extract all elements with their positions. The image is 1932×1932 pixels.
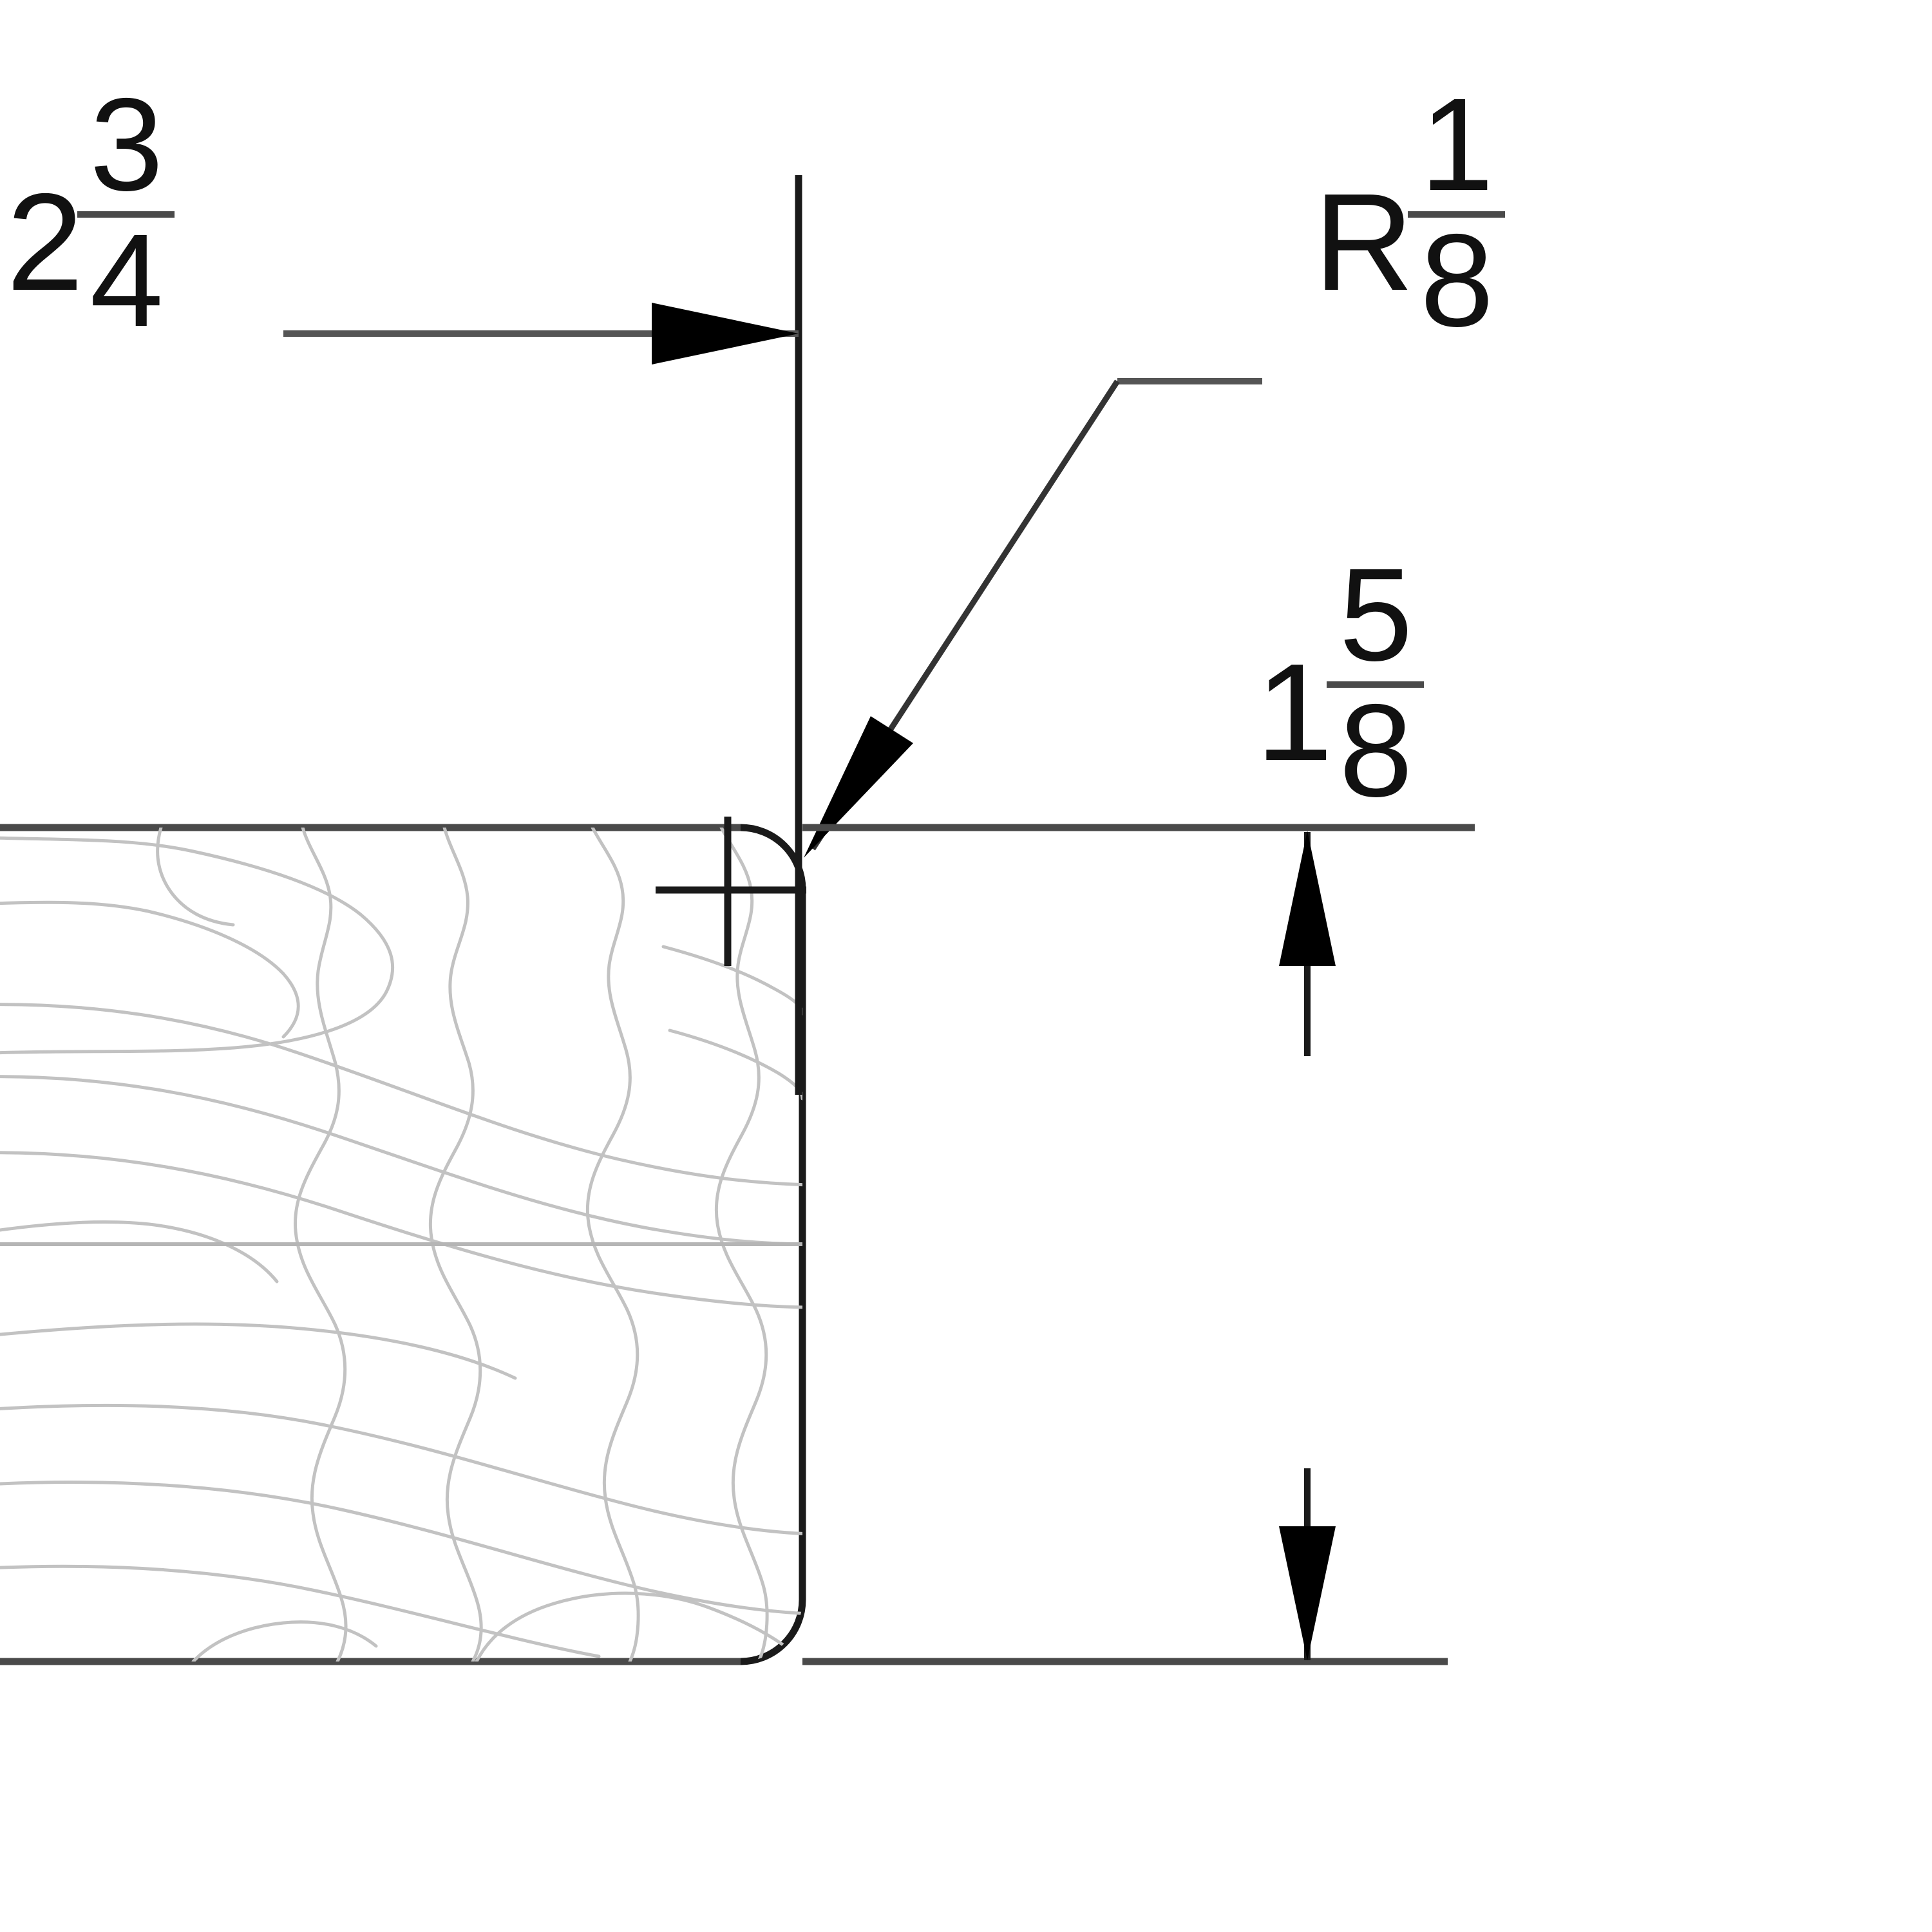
- radius-leader-arrowhead: [804, 716, 913, 858]
- width-fraction: 3 4: [77, 71, 175, 354]
- width-dimension-arrowhead: [652, 303, 799, 365]
- thickness-numerator: 5: [1339, 541, 1413, 688]
- thickness-fraction-bar: [1327, 681, 1425, 688]
- width-fraction-bar: [77, 211, 175, 218]
- thickness-dimension-label: 1 5 8: [1256, 549, 1425, 842]
- radius-numerator: 1: [1420, 71, 1493, 218]
- radius-fraction-bar: [1407, 211, 1505, 218]
- radius-prefix-letter: R: [1314, 164, 1414, 320]
- thickness-whole-number: 1: [1256, 634, 1333, 790]
- width-denominator: 4: [90, 206, 164, 354]
- radius-denominator: 8: [1420, 206, 1493, 354]
- thickness-fraction: 5 8: [1327, 541, 1425, 824]
- width-numerator: 3: [90, 71, 164, 218]
- thickness-arrowhead-up: [1279, 831, 1336, 966]
- radius-callout-label: R 1 8: [1314, 79, 1505, 372]
- thickness-denominator: 8: [1339, 676, 1413, 824]
- radius-fraction: 1 8: [1407, 71, 1505, 354]
- thickness-arrowhead-down: [1279, 1526, 1336, 1660]
- width-whole-number: 2: [6, 164, 84, 320]
- width-dimension-label: 2 3 4: [6, 79, 175, 372]
